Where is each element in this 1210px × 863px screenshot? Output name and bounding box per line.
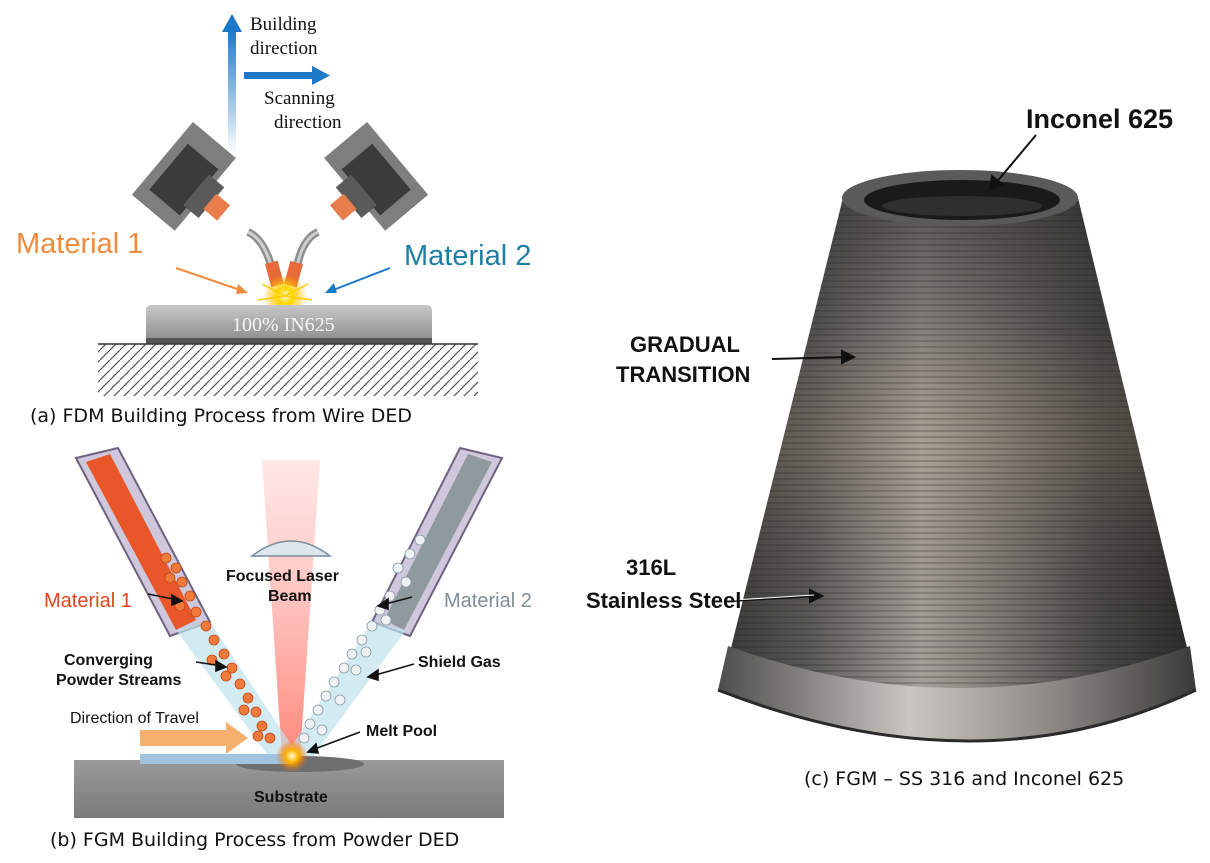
building-direction-arrow	[228, 30, 236, 155]
fgm-cone-photo	[717, 134, 1197, 743]
left-powder-nozzle	[74, 446, 300, 758]
building-direction-label-1: Building	[250, 14, 317, 35]
panel-a-wire-ded: Building direction Scanning direction Ma…	[0, 0, 560, 440]
material-1-powder	[160, 552, 276, 744]
powder-ded-diagram	[74, 446, 504, 818]
stainless-steel-label: Stainless Steel	[586, 588, 742, 613]
melt-pool	[276, 740, 308, 772]
direction-of-travel-label: Direction of Travel	[70, 710, 199, 727]
scanning-direction-label-2: direction	[274, 112, 342, 133]
caption-a: (a) FDM Building Process from Wire DED	[30, 405, 413, 427]
panel-c-fgm-cone: Inconel 625 GRADUAL TRANSITION 316L Stai…	[560, 0, 1210, 863]
hatched-base	[98, 344, 478, 396]
direction-of-travel-arrow	[140, 730, 226, 746]
material-1-label-b: Material 1	[44, 590, 132, 612]
converging-label-1: Converging	[64, 652, 153, 669]
gradual-transition-label-2: TRANSITION	[616, 362, 751, 387]
caption-c: (c) FGM – SS 316 and Inconel 625	[804, 768, 1125, 790]
panel-c-arrows	[731, 134, 1037, 604]
plate-label: 100% IN625	[232, 314, 335, 336]
focused-laser-label-1: Focused Laser	[226, 568, 339, 585]
wire-ded-diagram	[98, 14, 478, 396]
focused-laser-label-2: Beam	[268, 588, 312, 605]
material-2-powder	[298, 534, 426, 744]
scanning-direction-label-1: Scanning	[264, 88, 335, 109]
cone-base-flange	[718, 646, 1196, 741]
316l-label: 316L	[626, 555, 677, 580]
melt-pool-label: Melt Pool	[366, 723, 438, 740]
left-wire-torch	[131, 121, 284, 288]
material-2-arrow	[327, 267, 391, 293]
inconel-label: Inconel 625	[1026, 104, 1174, 134]
building-direction-label-2: direction	[250, 38, 318, 59]
material-1-arrow	[175, 267, 247, 293]
material-2-label: Material 2	[404, 240, 532, 272]
caption-b: (b) FGM Building Process from Powder DED	[50, 829, 460, 851]
shield-gas-label: Shield Gas	[418, 654, 501, 671]
scanning-direction-arrow	[244, 72, 314, 79]
focusing-lens	[249, 540, 333, 557]
material-1-label: Material 1	[16, 228, 144, 260]
gradual-transition-label-1: GRADUAL	[630, 332, 740, 357]
panel-b-powder-ded: Focused Laser Beam Material 1 Material 2…	[0, 440, 560, 863]
substrate-label: Substrate	[254, 789, 328, 806]
laser-beam	[262, 460, 320, 758]
material-2-label-b: Material 2	[444, 590, 532, 612]
converging-label-2: Powder Streams	[56, 672, 182, 689]
deposit-plate	[146, 305, 432, 343]
